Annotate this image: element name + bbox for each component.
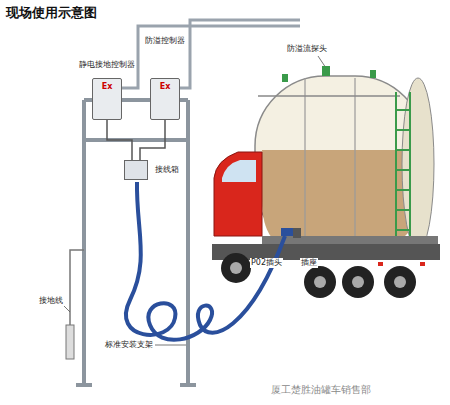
cable (140, 120, 165, 160)
controller-label: 静电接地控制器 (78, 60, 136, 70)
part-label: P02插头 (250, 258, 283, 268)
part-label: 插座 (300, 258, 318, 268)
part-label: 接地线 (38, 296, 64, 306)
controller-box: Ex (92, 78, 122, 120)
controller-label: 防溢控制器 (144, 36, 186, 46)
controller-unit: 防溢控制器 Ex (144, 36, 186, 120)
junction-box-body: 接线箱 (124, 160, 148, 180)
cable (107, 120, 132, 160)
ex-mark: Ex (160, 82, 171, 91)
part-label: 防溢流探头 (286, 44, 328, 54)
controller-unit: 静电接地控制器 Ex (78, 60, 136, 120)
ex-mark: Ex (102, 82, 113, 91)
part-label: 标准安装支架 (104, 340, 154, 350)
junction-label: 接线箱 (155, 165, 179, 175)
diagram-title: 现场使用示意图 (6, 4, 97, 22)
controller-box: Ex (150, 78, 180, 120)
junction-box: 接线箱 (124, 160, 148, 180)
watermark: 厦工楚胜油罐车销售部 (270, 384, 372, 396)
